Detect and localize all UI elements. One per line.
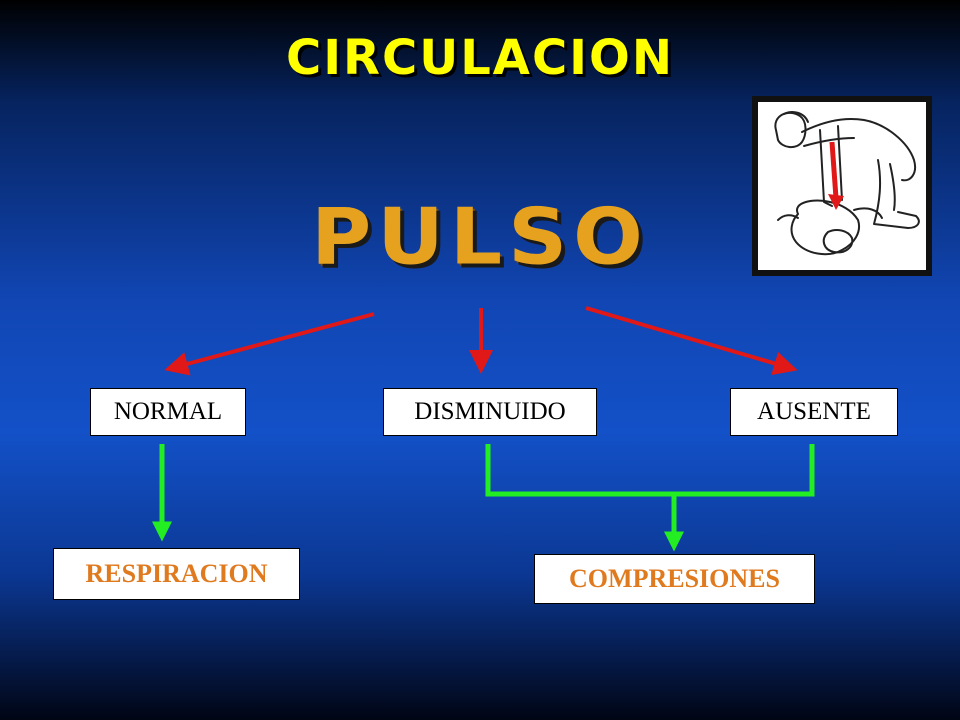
pulso-heading: PULSO bbox=[0, 190, 960, 285]
arrow-to-ausente bbox=[585, 306, 798, 375]
ausente-box: AUSENTE bbox=[730, 388, 898, 436]
cpr-drawing bbox=[774, 111, 920, 256]
slide-title: CIRCULACION bbox=[285, 30, 675, 86]
compresiones-box: COMPRESIONES bbox=[534, 554, 815, 604]
normal-box: NORMAL bbox=[90, 388, 246, 436]
pulso-heading-text: PULSO bbox=[311, 192, 649, 283]
connector-disminuido-ausente bbox=[485, 444, 815, 497]
arrow-to-normal bbox=[164, 312, 375, 376]
respiracion-box: RESPIRACION bbox=[53, 548, 300, 600]
cpr-illustration bbox=[752, 96, 932, 276]
disminuido-box: DISMINUIDO bbox=[383, 388, 597, 436]
